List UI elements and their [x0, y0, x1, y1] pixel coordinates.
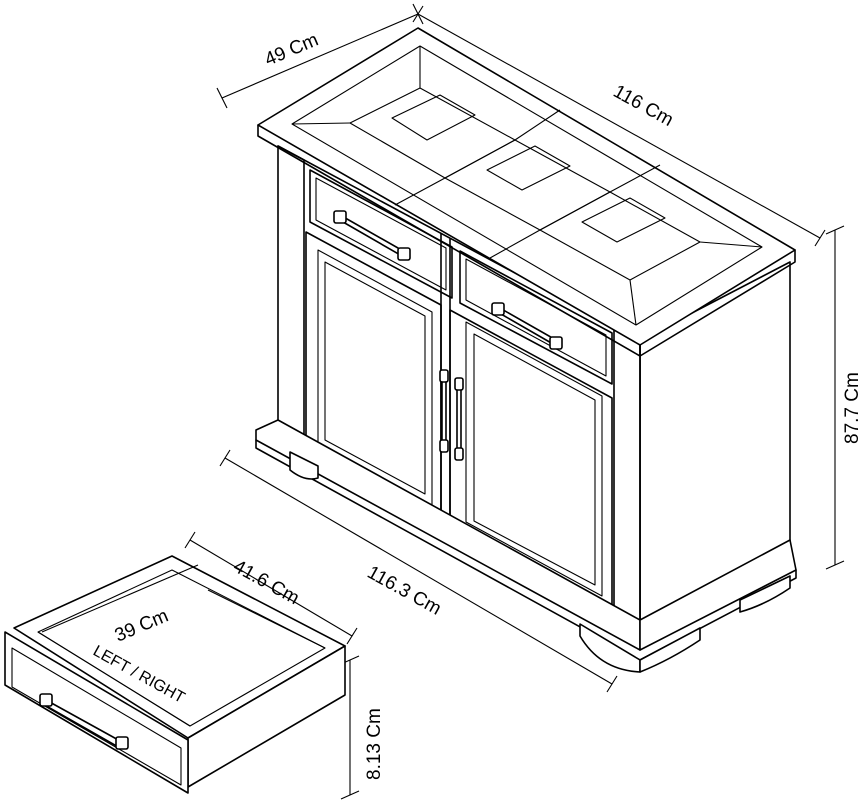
door-handle-icon — [454, 377, 464, 461]
dimension-lines — [184, 3, 845, 800]
foot — [739, 575, 791, 613]
top-pattern — [291, 46, 763, 326]
sideboard-illustration — [255, 27, 797, 673]
drawer-detail-illustration — [4, 555, 346, 794]
drawer-height-label: 8.13 Cm — [364, 708, 385, 780]
dimension-depth-label: 49 Cm — [262, 29, 322, 70]
right-drawer — [459, 250, 613, 385]
drawer-handle-icon — [333, 210, 411, 261]
left-drawer — [309, 169, 453, 299]
door-handle-icon — [439, 369, 449, 453]
drawer-handle-icon — [39, 693, 129, 750]
drawer-front — [4, 631, 189, 794]
dimension-height-label: 87.7 Cm — [842, 372, 863, 444]
drawer-handle-icon — [491, 302, 563, 350]
dimension-width-base-label: 116.3 Cm — [364, 562, 445, 620]
dimension-width-top-label: 116 Cm — [610, 81, 677, 131]
foot — [289, 451, 319, 480]
